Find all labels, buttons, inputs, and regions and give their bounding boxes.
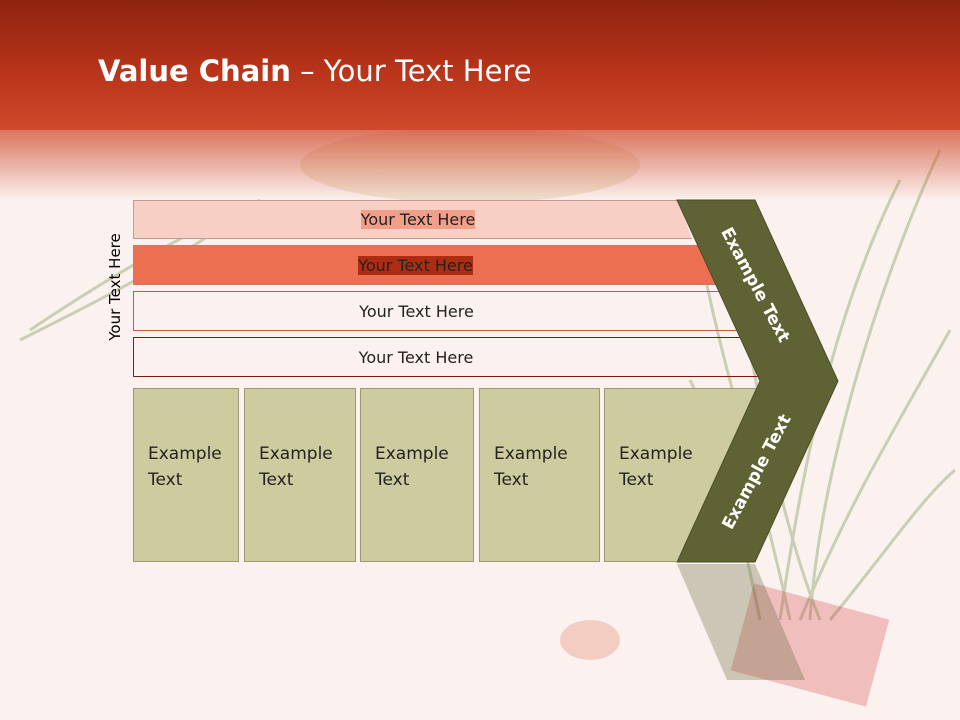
layer-bar-1: Your Text Here [133, 200, 692, 239]
layer-bar-2: Your Text Here [133, 245, 717, 285]
layer-bar-label: Your Text Here [360, 210, 476, 229]
card-line-2: Text [259, 470, 294, 490]
card-line-1: Example [375, 444, 449, 464]
card-line-2: Text [619, 470, 654, 490]
activity-card-4: Example Text [479, 388, 600, 562]
layer-bar-4: Your Text Here [133, 337, 762, 377]
layer-bar-label: Your Text Here [358, 347, 474, 367]
card-line-1: Example [619, 444, 693, 464]
layer-bar-3: Your Text Here [133, 291, 739, 331]
card-line-2: Text [494, 470, 529, 490]
card-line-1: Example [148, 444, 222, 464]
title-banner-fade [0, 130, 960, 200]
title-banner [0, 0, 960, 130]
activity-card-3: Example Text [360, 388, 474, 562]
card-line-2: Text [375, 470, 410, 490]
chevron-reflection [677, 564, 805, 680]
card-line-2: Text [148, 470, 183, 490]
card-line-1: Example [259, 444, 333, 464]
activity-card-1: Example Text [133, 388, 239, 562]
card-line-1: Example [494, 444, 568, 464]
slide-title: Value Chain – Your Text Here [98, 54, 532, 88]
title-bold: Value Chain [98, 54, 291, 88]
title-rest: – Your Text Here [290, 54, 532, 88]
layer-bar-label: Your Text Here [358, 255, 473, 275]
layer-bar-label: Your Text Here [359, 301, 474, 321]
activity-card-2: Example Text [244, 388, 356, 562]
chevron-shape [676, 199, 839, 563]
